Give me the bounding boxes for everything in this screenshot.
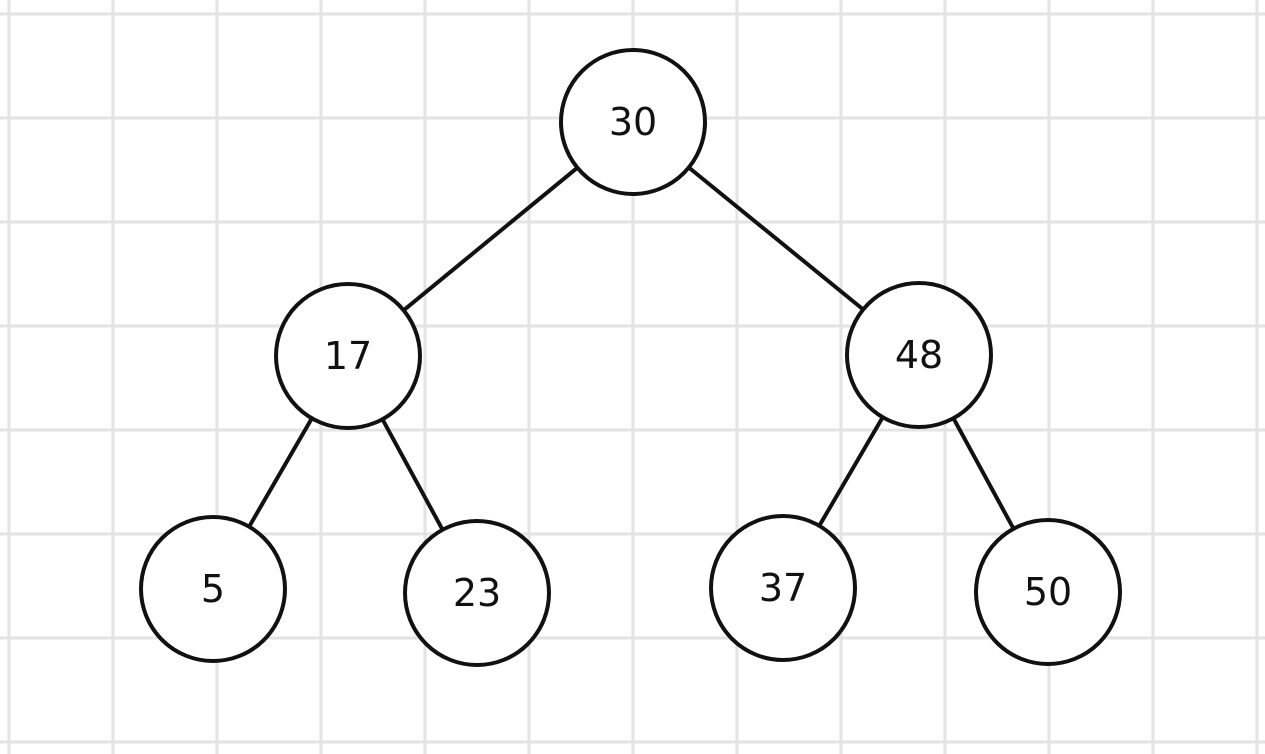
node-label: 48 [895,333,943,377]
tree-node-17: 17 [274,282,422,430]
tree-edge-17-5 [247,416,314,529]
node-label: 50 [1024,570,1072,614]
tree-edge-30-17 [401,165,580,313]
node-label: 17 [324,334,372,378]
node-circle [559,48,707,196]
tree-node-30: 30 [559,48,707,196]
node-circle [139,515,287,663]
node-label: 30 [609,100,657,144]
tree-node-37: 37 [709,514,857,662]
tree-nodes: 30 17 48 5 23 37 50 [139,48,1122,667]
tree-edge-48-37 [817,415,885,528]
node-label: 23 [453,571,501,615]
node-label: 5 [201,567,225,611]
tree-edges [247,165,1016,532]
tree-node-50: 50 [974,518,1122,666]
node-label: 37 [759,566,807,610]
tree-node-23: 23 [403,519,551,667]
tree-edge-30-48 [686,165,866,312]
tree-node-48: 48 [845,281,993,429]
node-circle [845,281,993,429]
tree-node-5: 5 [139,515,287,663]
node-circle [974,518,1122,666]
node-circle [403,519,551,667]
node-circle [709,514,857,662]
node-circle [274,282,422,430]
tree-edge-17-23 [380,417,445,532]
tree-edge-48-50 [951,416,1016,531]
